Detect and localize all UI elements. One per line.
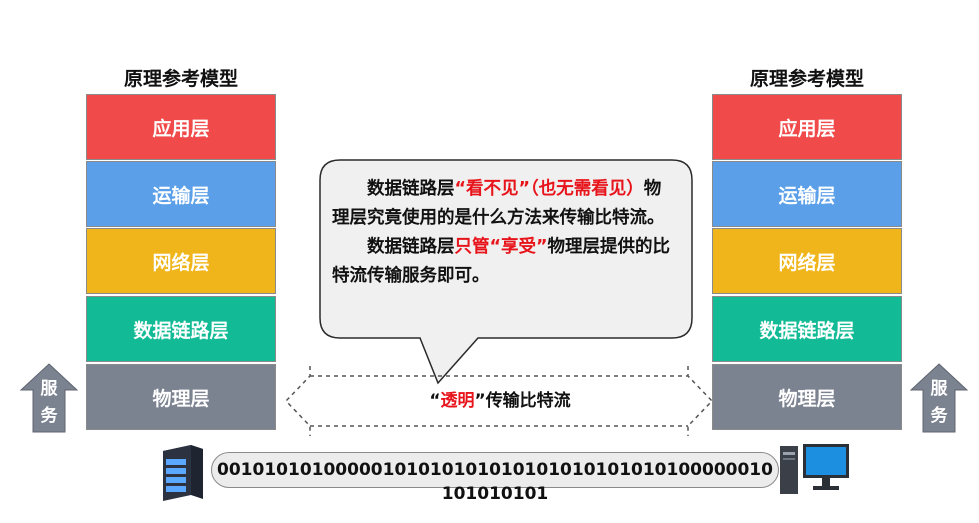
quote-close: ” bbox=[474, 391, 486, 411]
transparent-rest: 传输比特流 bbox=[485, 391, 571, 411]
server-icon bbox=[163, 445, 203, 501]
left-layer-network: 网络层 bbox=[86, 228, 276, 294]
transparent-transfer-label: “透明”传输比特流 bbox=[330, 386, 670, 411]
left-service-label-1: 服 bbox=[40, 379, 58, 399]
left-stack-title: 原理参考模型 bbox=[123, 68, 238, 90]
right-layer-physical: 物理层 bbox=[712, 364, 902, 430]
left-layer-physical: 物理层 bbox=[86, 364, 276, 430]
callout-text: 数据链路层“看不见”（也无需看见）物理层究竟使用的是什么方法来传输比特流。 数据… bbox=[332, 175, 672, 291]
right-service-arrow-icon bbox=[910, 363, 968, 433]
callout-paragraph-1: 数据链路层“看不见”（也无需看见）物理层究竟使用的是什么方法来传输比特流。 bbox=[332, 175, 672, 233]
right-layer-transport: 运输层 bbox=[712, 161, 902, 227]
bitstream-text: 0010101010000010101010101010101010101010… bbox=[217, 460, 773, 504]
right-stack-title: 原理参考模型 bbox=[749, 68, 864, 90]
callout-p1-rest: 物理层究竟使用的是什么方法来传输比特流。 bbox=[332, 179, 665, 228]
callout-p2-subject: 数据链路层 bbox=[367, 237, 455, 257]
callout-p1-emphasis: “看不见”（也无需看见） bbox=[454, 179, 644, 199]
callout-p2-emphasis: 只管“享受” bbox=[454, 237, 548, 257]
computer-icon bbox=[780, 444, 849, 494]
left-layer-application: 应用层 bbox=[86, 94, 276, 160]
right-service-label-2: 务 bbox=[930, 406, 948, 426]
callout-p1-subject: 数据链路层 bbox=[367, 179, 455, 199]
right-service-label-1: 服 bbox=[930, 379, 948, 399]
right-layer-network: 网络层 bbox=[712, 228, 902, 294]
left-layer-transport: 运输层 bbox=[86, 161, 276, 227]
quote-open: “ bbox=[429, 391, 441, 411]
right-layer-application: 应用层 bbox=[712, 94, 902, 160]
left-layer-datalink: 数据链路层 bbox=[86, 296, 276, 362]
left-service-arrow-icon bbox=[20, 363, 78, 433]
left-service-label-2: 务 bbox=[40, 406, 58, 426]
transparent-pipe-arrow bbox=[284, 366, 714, 436]
transparent-emphasis: 透明 bbox=[440, 391, 475, 411]
right-layer-datalink: 数据链路层 bbox=[712, 296, 902, 362]
bitstream-box bbox=[211, 452, 779, 488]
callout-p2-rest: 物理层提供的比特流传输服务即可。 bbox=[332, 237, 671, 286]
callout-paragraph-2: 数据链路层只管“享受”物理层提供的比特流传输服务即可。 bbox=[332, 233, 672, 291]
